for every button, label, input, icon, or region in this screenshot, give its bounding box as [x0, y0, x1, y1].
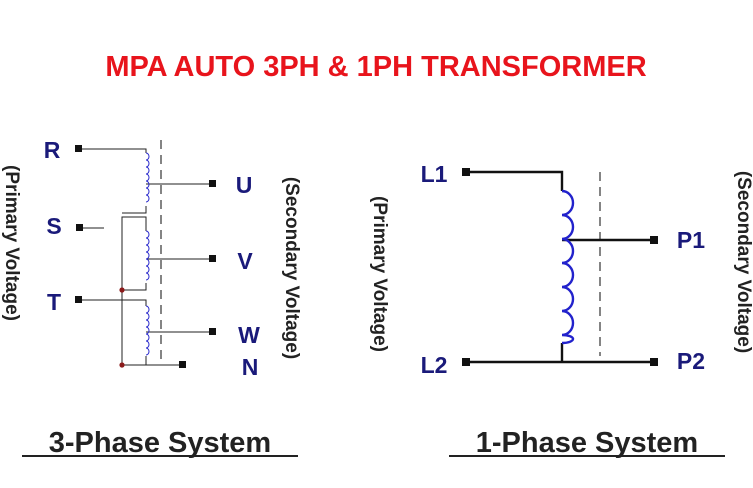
- terminal-s: [76, 224, 83, 231]
- terminal-label-s: S: [46, 213, 61, 239]
- three-phase-caption: 3-Phase System: [49, 427, 271, 459]
- three-phase-wiring: [79, 148, 212, 366]
- terminal-n: [179, 361, 186, 368]
- terminal-label-l2: L2: [421, 352, 448, 378]
- junction-dot: [119, 287, 125, 293]
- terminal-l1: [462, 168, 470, 176]
- three-phase-primary-label: (Primary Voltage): [1, 165, 22, 321]
- terminal-r: [75, 145, 82, 152]
- terminal-label-l1: L1: [421, 161, 448, 187]
- terminal-label-p2: P2: [677, 348, 705, 374]
- terminal-p2: [650, 358, 658, 366]
- terminal-label-n: N: [242, 354, 259, 380]
- terminal-w: [209, 328, 216, 335]
- single-phase-diagram: (Primary Voltage) (Secondary Voltage) L1…: [369, 161, 753, 459]
- single-phase-coil: [561, 189, 575, 345]
- terminal-l2: [462, 358, 470, 366]
- terminal-u: [209, 180, 216, 187]
- single-phase-caption: 1-Phase System: [476, 427, 698, 459]
- single-phase-secondary-label: (Secondary Voltage): [733, 171, 753, 353]
- single-phase-primary-label: (Primary Voltage): [369, 196, 390, 352]
- terminal-label-v: V: [237, 248, 253, 274]
- diagram-title: MPA AUTO 3PH & 1PH TRANSFORMER: [105, 51, 646, 83]
- terminal-v: [209, 255, 216, 262]
- coil-phase-3: [145, 305, 150, 356]
- three-phase-coils: [145, 152, 150, 356]
- terminal-label-r: R: [44, 137, 61, 163]
- terminal-label-t: T: [47, 289, 61, 315]
- three-phase-secondary-label: (Secondary Voltage): [281, 177, 302, 359]
- terminal-label-u: U: [236, 172, 253, 198]
- terminal-p1: [650, 236, 658, 244]
- coil-phase-1: [145, 152, 150, 203]
- single-phase-wiring: [467, 170, 652, 364]
- terminal-label-w: W: [238, 322, 260, 348]
- coil-phase-2: [145, 230, 150, 281]
- terminal-label-p1: P1: [677, 227, 705, 253]
- three-phase-diagram: (Primary Voltage) (Secondary Voltage) R …: [1, 137, 302, 459]
- junction-dot: [119, 362, 125, 368]
- terminal-t: [75, 296, 82, 303]
